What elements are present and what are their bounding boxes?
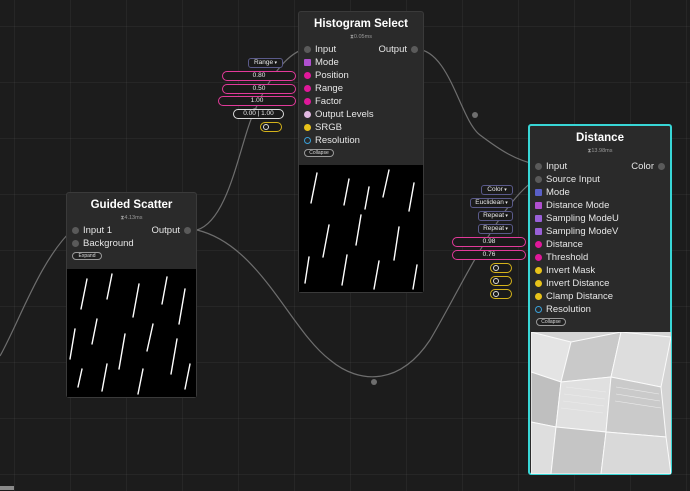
input-label: Resolution [546, 304, 591, 315]
mode-dropdown-value: Color [487, 186, 503, 193]
preview-image [299, 165, 423, 292]
input-label: Invert Mask [546, 265, 596, 276]
distance-mode-dropdown-value: Euclidean [475, 199, 504, 206]
node-time: ⧗0.05ms [350, 34, 372, 40]
collapse-button[interactable]: Collapse [304, 149, 334, 157]
input-label: Mode [546, 187, 570, 198]
output-label: Color [631, 161, 654, 172]
input-label: Input [546, 161, 568, 172]
input-label: Position [315, 70, 349, 81]
output-levels-field[interactable]: 0.00 | 1.00 [233, 109, 284, 119]
factor-field[interactable]: 1.00 [218, 96, 296, 106]
sampling-mode-v-dropdown[interactable]: Repeat ▾ [478, 224, 513, 234]
expand-button[interactable]: Expand [72, 252, 102, 260]
wire-reroute-dot [371, 379, 377, 385]
port-source-input[interactable] [535, 176, 542, 183]
distance-field[interactable]: 0.98 [452, 237, 526, 247]
mode-dropdown[interactable]: Range ▾ [248, 58, 283, 68]
port-resolution[interactable] [304, 137, 311, 144]
port-sampling-mode-v[interactable] [535, 228, 542, 235]
port-clamp-distance[interactable] [535, 293, 542, 300]
input-label: Output Levels [315, 109, 374, 120]
input-label: Mode [315, 57, 339, 68]
input-label: Input [315, 44, 337, 55]
toggle-knob [493, 265, 499, 271]
input-label: Clamp Distance [546, 291, 614, 302]
sampling-mode-v-value: Repeat [483, 225, 505, 232]
node-time: ⧗13.98ms [587, 148, 613, 154]
input-label: Threshold [546, 252, 589, 263]
range-field[interactable]: 0.50 [222, 84, 296, 94]
toggle-knob [263, 124, 269, 130]
preview-image [531, 332, 671, 474]
node-distance[interactable]: Distance ⧗13.98ms Input Source Input Mod… [528, 124, 672, 475]
distance-mode-dropdown[interactable]: Euclidean ▾ [470, 198, 513, 208]
node-title: Histogram Select [314, 18, 408, 30]
input-label: Distance [546, 239, 583, 250]
node-time: ⧗4.13ms [120, 215, 143, 221]
port-input-1[interactable] [72, 227, 79, 234]
port-input[interactable] [535, 163, 542, 170]
port-invert-distance[interactable] [535, 280, 542, 287]
input-label: Background [83, 238, 134, 249]
wire-histogram-to-distance [415, 48, 539, 166]
output-label: Output [151, 225, 180, 236]
chevron-down-icon: ▾ [273, 60, 278, 66]
port-mode[interactable] [535, 189, 542, 196]
input-label: Input 1 [83, 225, 113, 236]
port-resolution[interactable] [535, 306, 542, 313]
node-title: Guided Scatter [90, 199, 173, 211]
wire-left-edge [0, 228, 74, 357]
horizontal-scrollbar[interactable] [0, 486, 14, 490]
clamp-distance-toggle[interactable] [490, 289, 512, 299]
port-distance[interactable] [535, 241, 542, 248]
input-label: SRGB [315, 122, 342, 133]
port-color[interactable] [658, 163, 665, 170]
sampling-mode-u-dropdown[interactable]: Repeat ▾ [478, 211, 513, 221]
position-field[interactable]: 0.80 [222, 71, 296, 81]
chevron-down-icon: ▾ [504, 226, 508, 232]
input-label: Sampling ModeV [546, 226, 619, 237]
port-threshold[interactable] [535, 254, 542, 261]
input-label: Sampling ModeU [546, 213, 619, 224]
port-output[interactable] [184, 227, 191, 234]
port-position[interactable] [304, 72, 311, 79]
invert-mask-toggle[interactable] [490, 263, 512, 273]
input-label: Distance Mode [546, 200, 610, 211]
port-mode[interactable] [304, 59, 311, 66]
wire-reroute-dot [472, 112, 478, 118]
port-factor[interactable] [304, 98, 311, 105]
chevron-down-icon: ▾ [504, 213, 508, 219]
port-background[interactable] [72, 240, 79, 247]
output-label: Output [378, 44, 407, 55]
input-label: Source Input [546, 174, 600, 185]
toggle-knob [493, 278, 499, 284]
port-invert-mask[interactable] [535, 267, 542, 274]
port-distance-mode[interactable] [535, 202, 542, 209]
node-title: Distance [576, 132, 624, 144]
sampling-mode-u-value: Repeat [483, 212, 505, 219]
port-range[interactable] [304, 85, 311, 92]
port-output[interactable] [411, 46, 418, 53]
threshold-field[interactable]: 0.76 [452, 250, 526, 260]
port-input[interactable] [304, 46, 311, 53]
srgb-toggle[interactable] [260, 122, 282, 132]
toggle-knob [493, 291, 499, 297]
input-label: Invert Distance [546, 278, 610, 289]
collapse-button[interactable]: Collapse [536, 318, 566, 326]
port-output-levels[interactable] [304, 111, 311, 118]
mode-dropdown[interactable]: Color ▾ [481, 185, 513, 195]
mode-dropdown-value: Range [253, 59, 274, 66]
node-guided-scatter[interactable]: Guided Scatter ⧗4.13ms Input 1 Backgroun… [66, 192, 197, 398]
chevron-down-icon: ▾ [503, 200, 508, 206]
preview-image [67, 269, 196, 397]
input-label: Range [315, 83, 343, 94]
input-label: Factor [315, 96, 342, 107]
invert-distance-toggle[interactable] [490, 276, 512, 286]
input-label: Resolution [315, 135, 360, 146]
chevron-down-icon: ▾ [502, 187, 507, 193]
port-srgb[interactable] [304, 124, 311, 131]
port-sampling-mode-u[interactable] [535, 215, 542, 222]
node-histogram-select[interactable]: Histogram Select ⧗0.05ms Input Mode Posi… [298, 11, 424, 293]
